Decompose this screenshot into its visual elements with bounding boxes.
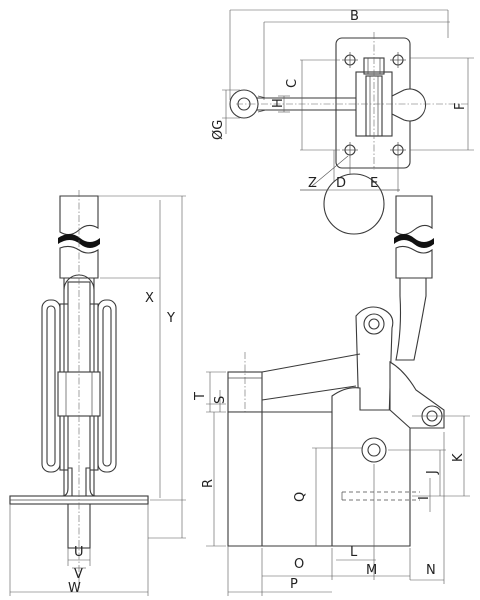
label-S: S [213, 396, 228, 404]
label-Y: Y [166, 311, 175, 326]
label-Z: Z [308, 176, 317, 191]
side-plate-right [97, 299, 117, 473]
label-I: I [417, 496, 432, 500]
side-plate-left [41, 299, 61, 473]
label-K: K [451, 453, 466, 462]
label-C: C [285, 79, 300, 88]
label-O: O [294, 557, 304, 572]
top-view [222, 9, 474, 235]
handle-grip-circle [323, 173, 385, 235]
handle-knob [391, 88, 427, 122]
label-R: R [201, 479, 216, 488]
label-X: X [145, 291, 154, 306]
label-N: N [426, 563, 436, 578]
label-F: F [453, 103, 468, 110]
label-B: B [350, 9, 359, 24]
front-view [206, 195, 470, 596]
lever-link [395, 277, 427, 361]
base-body [227, 387, 411, 547]
label-D: D [336, 176, 346, 191]
label-V: V [74, 567, 83, 582]
label-P: P [290, 577, 298, 592]
label-E: E [370, 176, 378, 191]
label-U: U [74, 545, 84, 560]
dimension-labels: B C H F ØG Z D E X Y U V W T S R Q K J I… [68, 9, 468, 596]
label-G: ØG [211, 120, 226, 140]
label-H: H [271, 98, 286, 108]
label-J: J [425, 470, 440, 475]
label-T: T [193, 392, 208, 401]
label-Q: Q [293, 492, 308, 502]
label-W: W [68, 581, 81, 596]
label-L: L [350, 545, 358, 560]
label-M: M [366, 563, 377, 578]
side-view [9, 190, 186, 596]
